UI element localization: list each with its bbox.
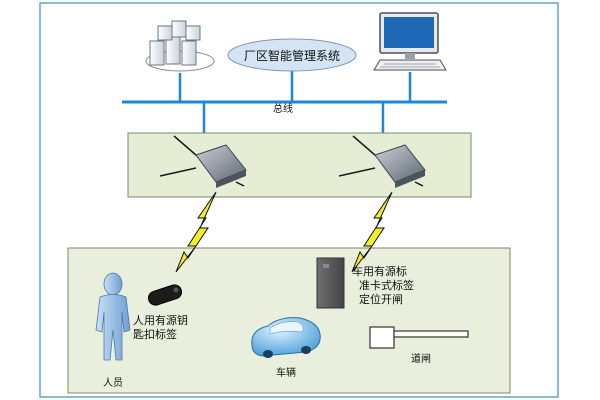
barrier-gate-icon [369,326,469,349]
system-title: 厂区智能管理系统 [244,48,340,63]
management-system: 厂区智能管理系统 [227,38,357,72]
car-icon [251,317,321,358]
bus-label: 总线 [273,102,293,115]
outer-frame [39,2,559,398]
computer-icon [373,12,447,71]
wireless-signal-right-icon [351,191,393,273]
reader-left-icon [159,135,247,188]
person-icon [95,272,131,361]
vehicle-tag-line2: 准卡式标签 [359,278,414,292]
vehicle-tag-line3: 定位开闸 [359,292,403,306]
wireless-signal-left-icon [175,191,217,273]
person-label: 人员 [103,377,123,389]
card-tag-icon [316,257,345,309]
gate-label: 道闸 [411,352,431,365]
vehicle-tag-line1: 车用有源标 [352,264,407,278]
reader-right-icon [338,135,426,188]
server-cluster-icon [145,20,215,72]
person-tag-line1: 人用有源钥 [133,313,188,327]
keyfob-tag-icon [147,284,183,306]
vehicle-label: 车辆 [276,366,296,379]
person-tag-line2: 匙扣标签 [133,327,177,341]
